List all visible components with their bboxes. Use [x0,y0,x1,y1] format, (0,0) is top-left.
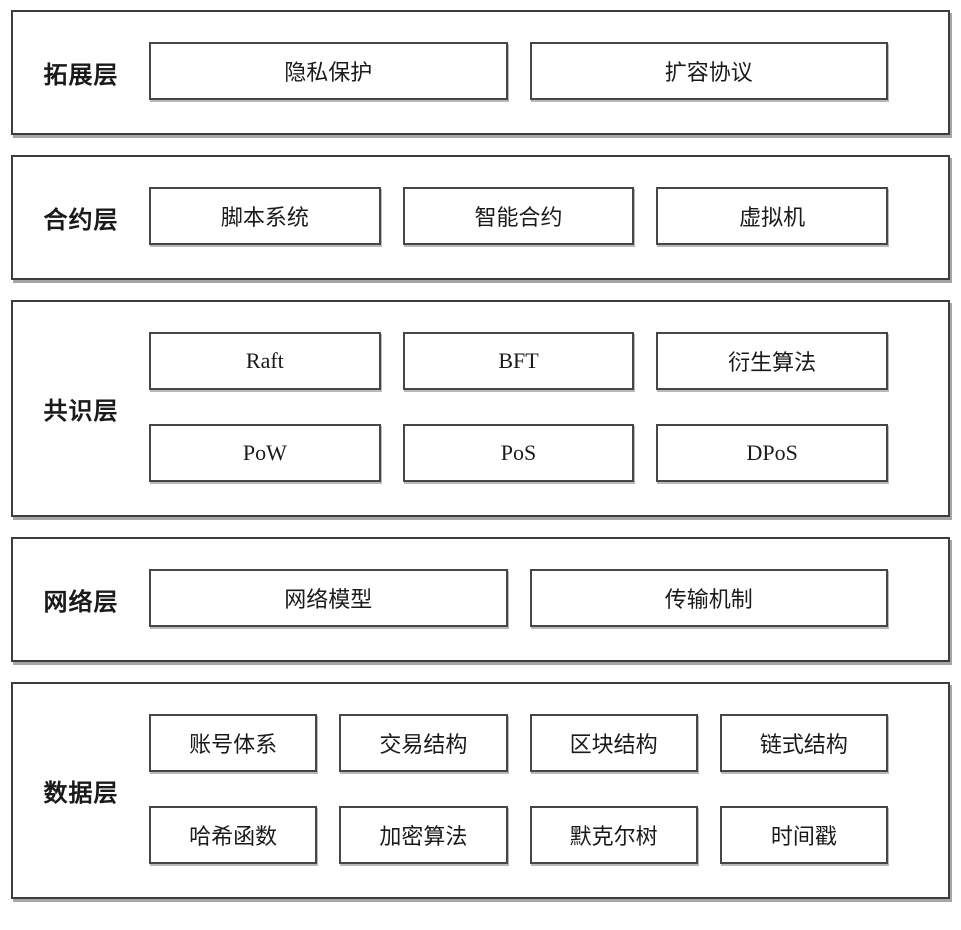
layer-rows: 账号体系交易结构区块结构链式结构哈希函数加密算法默克尔树时间戳 [149,684,888,897]
component-box: 交易结构 [339,714,508,772]
layer-rows: 脚本系统智能合约虚拟机 [149,157,889,278]
component-box: 默克尔树 [529,806,698,864]
component-row: PoW PoS DPoS [149,424,889,482]
layer-label: 数据层 [43,781,119,807]
component-row: 网络模型传输机制 [149,569,888,627]
component-box: 扩容协议 [529,42,888,100]
component-row: 账号体系交易结构区块结构链式结构 [149,714,888,772]
layer-3: 共识层 Raft BFT 衍生算法 PoW PoS DPoS [11,300,950,517]
component-box: 衍生算法 [656,332,889,390]
component-box: 区块结构 [529,714,698,772]
layer-label: 合约层 [43,208,119,234]
component-box: 哈希函数 [149,806,318,864]
component-box: 账号体系 [149,714,318,772]
component-box: PoW [149,424,381,482]
component-box: DPoS [656,424,889,482]
component-box: 脚本系统 [149,187,381,245]
component-box: BFT [402,332,635,390]
component-box: PoS [402,424,635,482]
layer-1: 拓展层 隐私保护扩容协议 [11,10,950,135]
layer-4: 网络层 网络模型传输机制 [11,537,950,662]
component-box: Raft [149,332,381,390]
component-box: 智能合约 [402,187,635,245]
component-box: 隐私保护 [149,42,508,100]
layer-rows: Raft BFT 衍生算法 PoW PoS DPoS [149,302,889,515]
layer-2: 合约层 脚本系统智能合约虚拟机 [11,155,950,280]
component-row: Raft BFT 衍生算法 [149,332,889,390]
component-box: 加密算法 [339,806,508,864]
component-row: 哈希函数加密算法默克尔树时间戳 [149,806,888,864]
component-box: 网络模型 [149,569,508,627]
component-row: 脚本系统智能合约虚拟机 [149,187,889,245]
layer-label: 网络层 [43,590,119,616]
layer-label: 共识层 [43,399,119,425]
component-box: 链式结构 [719,714,888,772]
component-box: 虚拟机 [656,187,889,245]
layer-rows: 隐私保护扩容协议 [149,12,888,133]
component-box: 传输机制 [529,569,888,627]
layer-5: 数据层账号体系交易结构区块结构链式结构哈希函数加密算法默克尔树时间戳 [11,682,950,899]
layer-label: 拓展层 [43,63,119,89]
component-box: 时间戳 [719,806,888,864]
component-row: 隐私保护扩容协议 [149,42,888,100]
layer-rows: 网络模型传输机制 [149,539,888,660]
